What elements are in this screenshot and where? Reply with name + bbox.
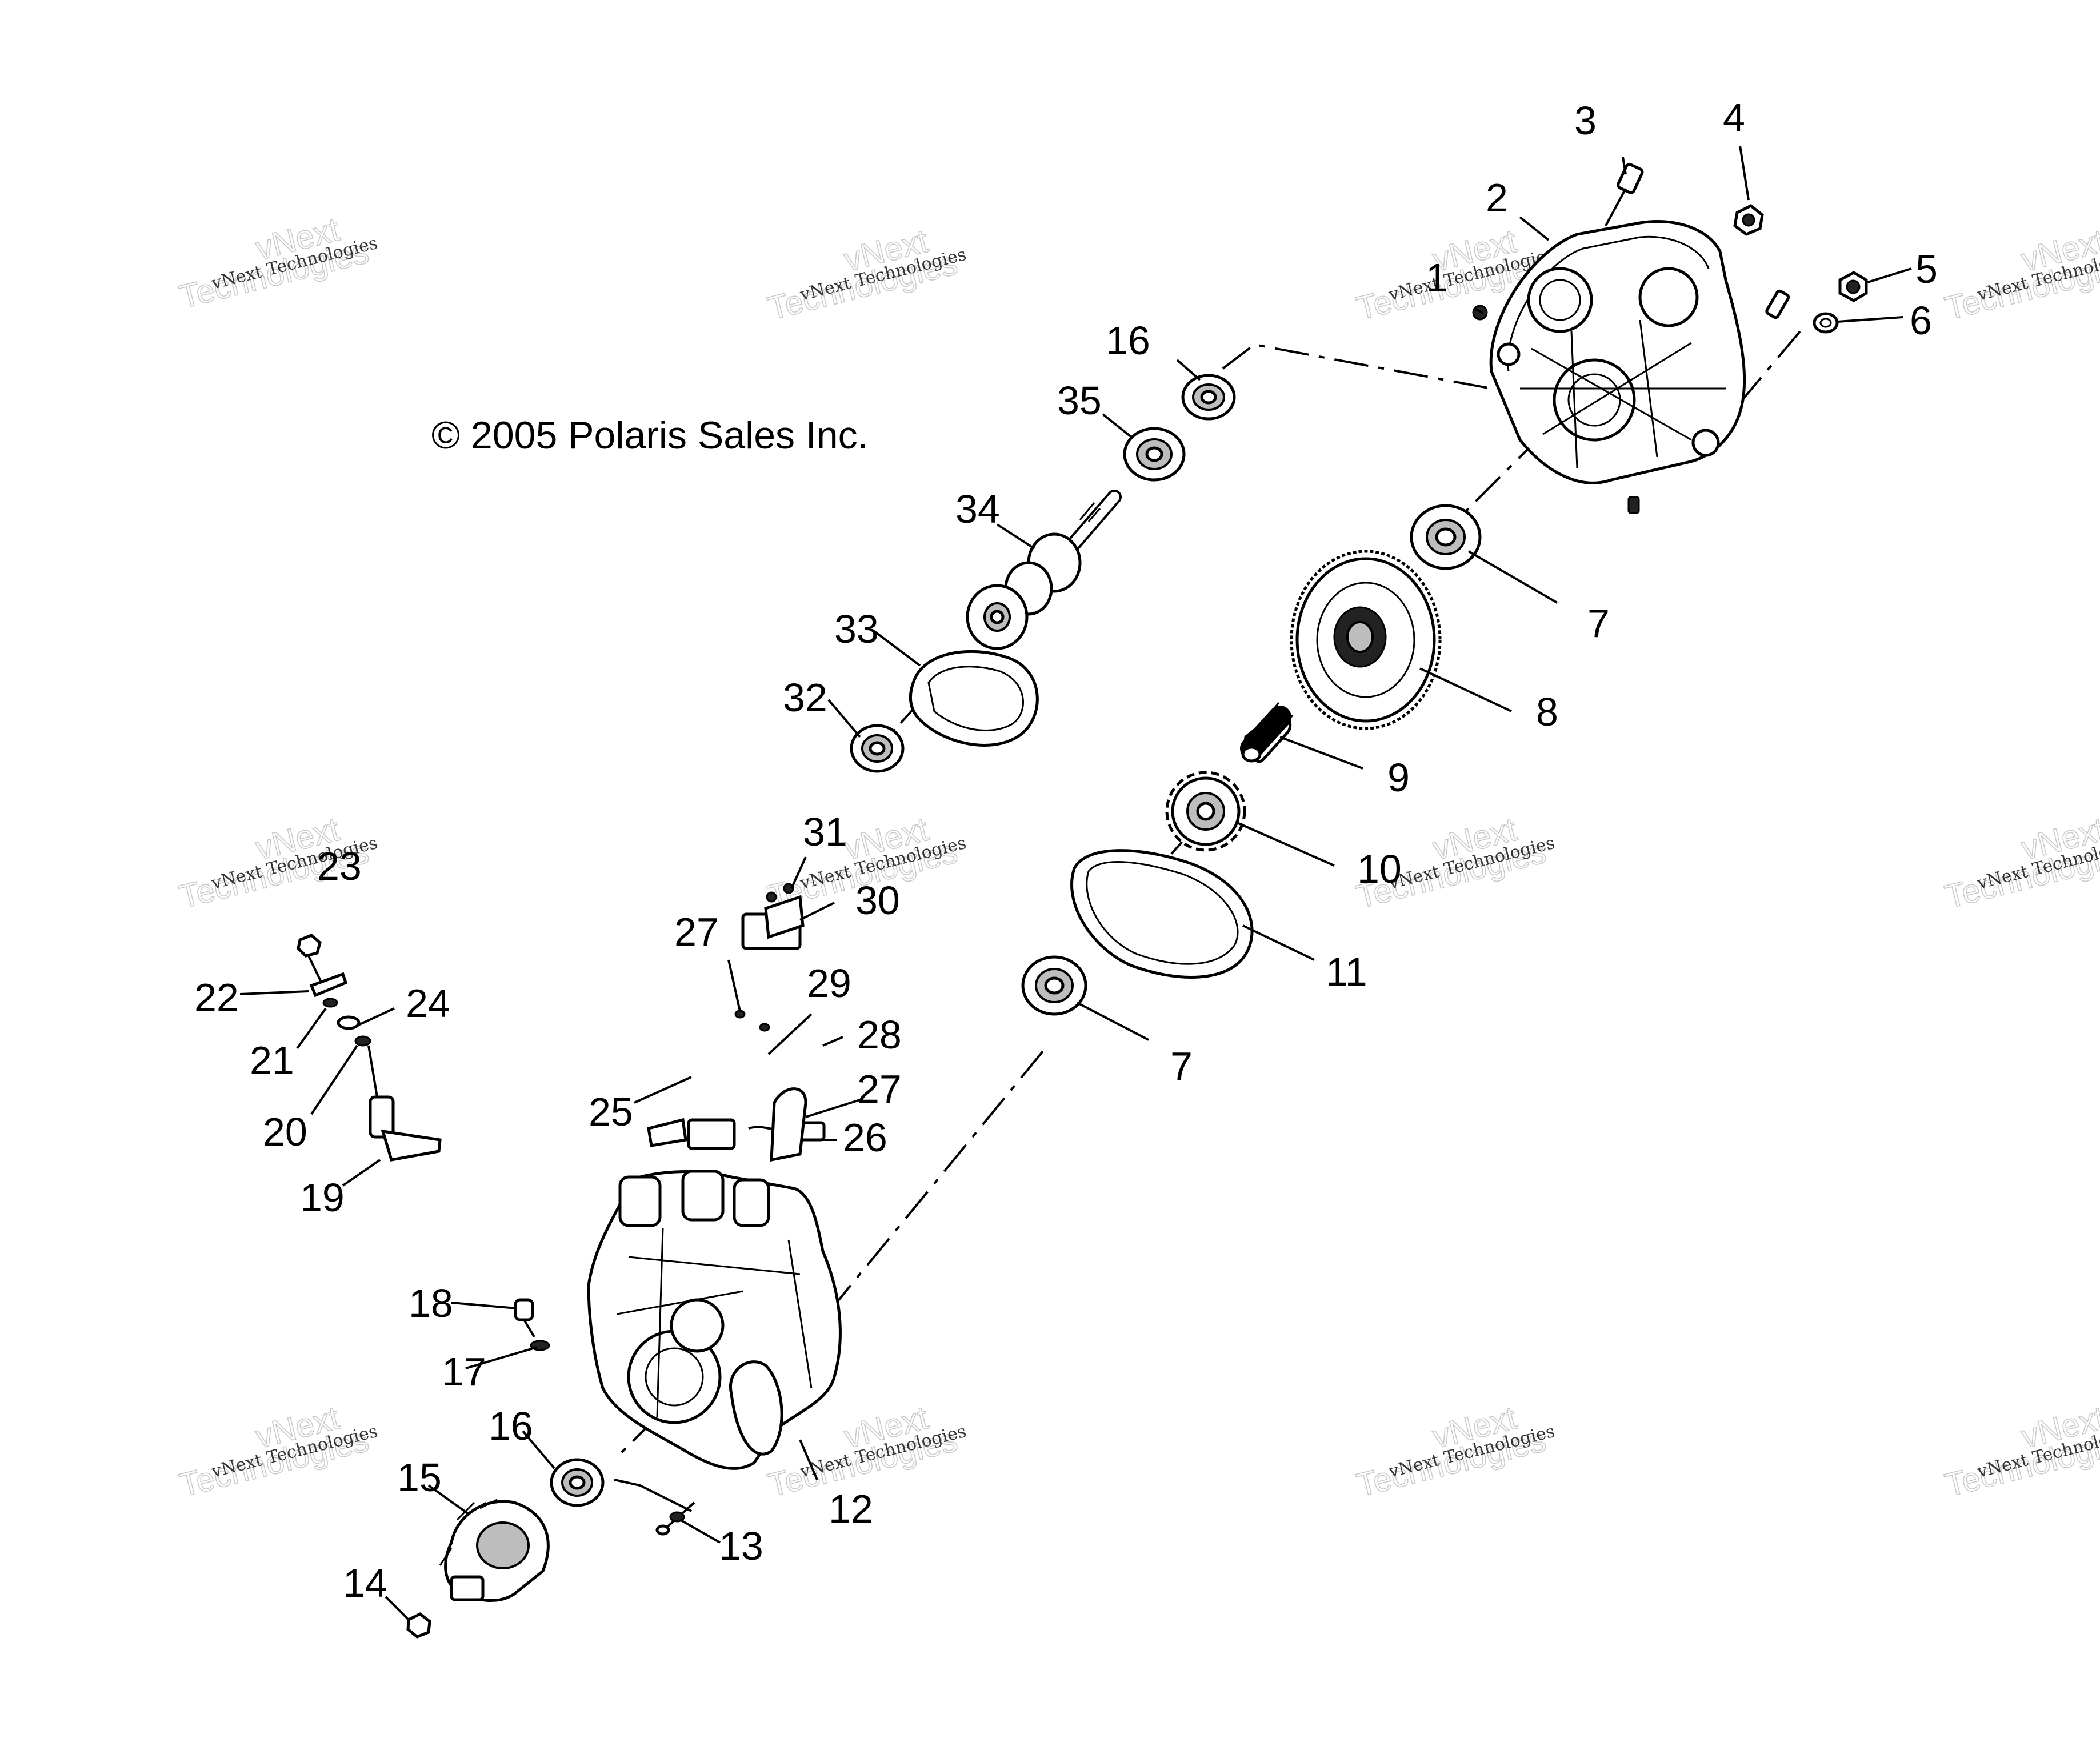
- gear-case-housing: [587, 1170, 842, 1470]
- callout-16-upper: 16: [1106, 318, 1150, 363]
- callout-14: 14: [343, 1561, 387, 1605]
- watermark: Technologies vNext vNext Technologies: [1941, 1399, 2100, 1504]
- callout-19: 19: [300, 1175, 345, 1220]
- callout-11: 11: [1326, 950, 1367, 994]
- callout-35: 35: [1057, 378, 1102, 423]
- bearing-16-upper: [1181, 374, 1236, 421]
- callout-17: 17: [442, 1349, 486, 1394]
- output-shaft: [1240, 702, 1294, 763]
- callout-12: 12: [829, 1487, 873, 1531]
- callout-16-lower: 16: [489, 1404, 533, 1448]
- callout-1: 1: [1426, 255, 1448, 300]
- shift-shaft-stack: [297, 934, 442, 1162]
- sprocket: [1165, 771, 1246, 852]
- callout-10: 10: [1357, 847, 1402, 891]
- drain-plug: [1838, 271, 1868, 302]
- callout-4: 4: [1723, 95, 1745, 140]
- callout-13: 13: [719, 1524, 763, 1568]
- callout-2: 2: [1486, 175, 1508, 220]
- watermark: Technologies vNext vNext Technologies: [175, 210, 380, 316]
- callout-21: 21: [250, 1038, 294, 1083]
- callout-18: 18: [409, 1281, 453, 1325]
- callout-8: 8: [1536, 690, 1558, 734]
- callout-7-lower: 7: [1170, 1044, 1193, 1088]
- callout-3: 3: [1574, 98, 1597, 143]
- watermark: Technologies vNext vNext Technologies: [1941, 810, 2100, 916]
- callout-23: 23: [317, 844, 362, 888]
- bearing-7-lower: [1021, 955, 1087, 1016]
- callout-32: 32: [783, 675, 827, 720]
- case-bolt: [1765, 289, 1790, 319]
- input-shaft: [966, 490, 1122, 650]
- watermark: Technologies vNext vNext Technologies: [175, 1399, 380, 1504]
- leader-lines: [239, 145, 1912, 1621]
- drive-chain-33: [909, 650, 1039, 747]
- gear-case-cover: [1489, 219, 1746, 484]
- callout-28: 28: [857, 1012, 902, 1057]
- callout-15: 15: [397, 1455, 442, 1500]
- ring-gear: [1290, 550, 1442, 730]
- sealing-washer: [1813, 312, 1839, 334]
- callout-33: 33: [834, 607, 879, 651]
- callout-5: 5: [1915, 247, 1938, 291]
- nut: [1733, 204, 1764, 236]
- callout-labels: 1 2 3 4 5 6 7 7 8 9 10 11 12 13 14 15 16…: [194, 95, 1938, 1605]
- bearing-7-upper: [1410, 504, 1482, 570]
- callout-24: 24: [406, 981, 450, 1026]
- callout-29: 29: [807, 961, 851, 1006]
- callout-6: 6: [1910, 298, 1932, 343]
- watermark: Technologies vNext vNext Technologies: [764, 222, 969, 327]
- switch-connector: [514, 1298, 535, 1338]
- bearing-32: [850, 724, 905, 773]
- flange-nut: [406, 1612, 431, 1639]
- watermark: Technologies vNext vNext Technologies: [1353, 1399, 1557, 1504]
- shift-linkage: [647, 883, 826, 1162]
- callout-30: 30: [855, 878, 900, 923]
- bearing-35: [1123, 427, 1186, 482]
- callout-31: 31: [803, 810, 847, 854]
- callout-22: 22: [194, 975, 239, 1020]
- callout-7-upper: 7: [1587, 601, 1610, 646]
- callout-34: 34: [955, 487, 1000, 531]
- output-coupler-cover: [439, 1499, 550, 1603]
- callout-27-upper: 27: [674, 910, 719, 954]
- callout-9: 9: [1387, 755, 1410, 800]
- callout-27-lower: 27: [857, 1067, 902, 1111]
- bearing-16-lower: [550, 1458, 605, 1507]
- callout-26: 26: [843, 1115, 887, 1160]
- callout-25: 25: [589, 1090, 633, 1134]
- vent-fitting: [655, 1501, 695, 1536]
- copyright-notice: © 2005 Polaris Sales Inc.: [431, 414, 869, 457]
- watermark: Technologies vNext vNext Technologies: [1941, 222, 2100, 327]
- drive-chain-11: [1070, 849, 1254, 979]
- small-bolt: [1627, 496, 1640, 514]
- callout-20: 20: [263, 1110, 307, 1154]
